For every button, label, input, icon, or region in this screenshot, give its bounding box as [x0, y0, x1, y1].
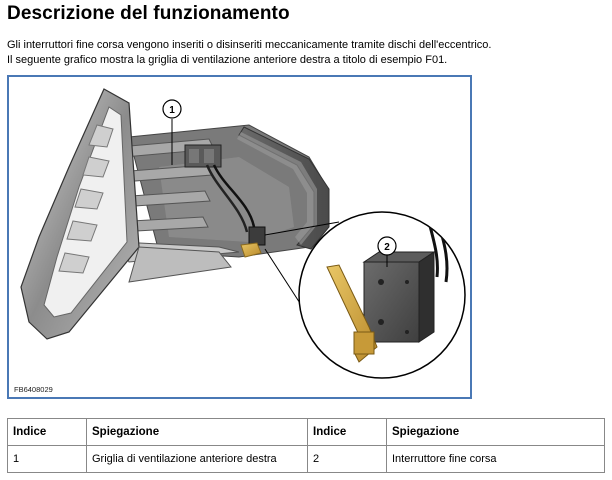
callout-1: 1	[162, 99, 182, 165]
figure-code: FB6408029	[14, 385, 53, 394]
legend-table: Indice Spiegazione Indice Spiegazione 1 …	[7, 418, 605, 473]
callout-2-label: 2	[384, 242, 390, 253]
header-index-2: Indice	[307, 418, 387, 446]
page-title: Descrizione del funzionamento	[7, 3, 290, 24]
limit-switch-detail	[363, 261, 420, 343]
callout-1-label: 1	[169, 105, 175, 116]
cell-explanation-2: Interruttore fine corsa	[386, 445, 605, 473]
callout-2: 2	[377, 236, 397, 267]
connector	[184, 144, 256, 233]
cell-explanation-1: Griglia di ventilazione anteriore destra	[86, 445, 308, 473]
cell-index-1: 1	[7, 445, 87, 473]
header-explanation-2: Spiegazione	[386, 418, 605, 446]
figure-f01: 1 2 FB6408029	[7, 75, 472, 399]
header-explanation-1: Spiegazione	[86, 418, 308, 446]
grille-frame	[20, 88, 232, 340]
table-row: 1 Griglia di ventilazione anteriore dest…	[7, 445, 605, 473]
legend-header-row: Indice Spiegazione Indice Spiegazione	[7, 418, 605, 446]
cell-index-2: 2	[307, 445, 387, 473]
header-index-1: Indice	[7, 418, 87, 446]
detail-circle	[298, 211, 466, 379]
limit-switch-small	[240, 226, 266, 258]
ventilation-grille-illustration: 1 2	[20, 88, 466, 379]
figure-reference-paragraph: Il seguente grafico mostra la griglia di…	[7, 54, 448, 66]
intro-paragraph: Gli interruttori fine corsa vengono inse…	[7, 39, 492, 51]
